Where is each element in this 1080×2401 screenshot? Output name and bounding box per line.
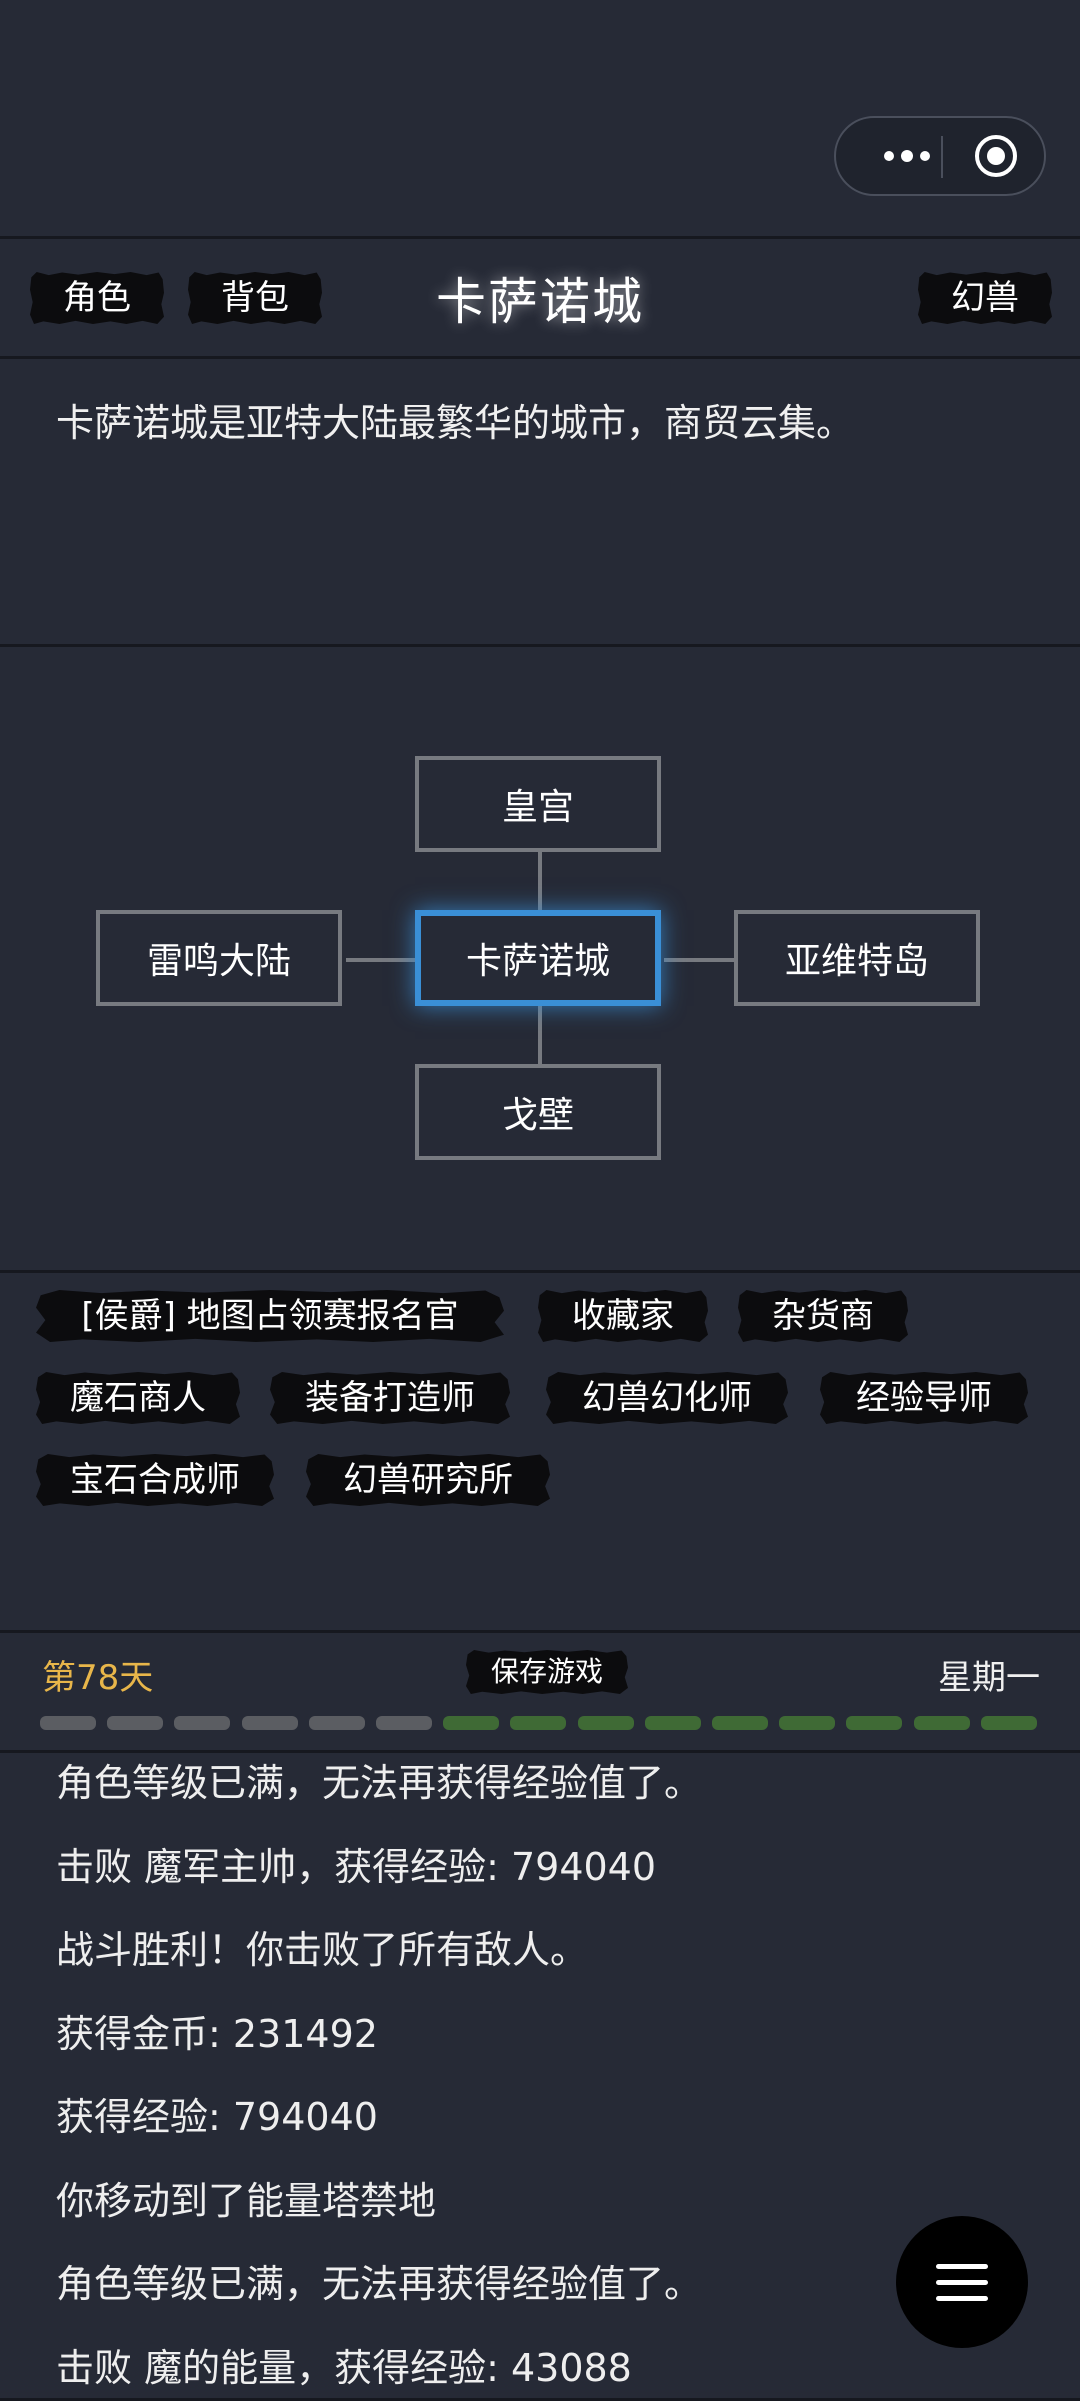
divider [0,236,1080,239]
npc-button[interactable]: 装备打造师 [270,1372,510,1424]
progress-segment [712,1716,768,1730]
progress-segment [779,1716,836,1730]
npc-button[interactable]: 宝石合成师 [36,1454,274,1506]
progress-segment [174,1716,231,1730]
hamburger-menu-icon[interactable] [896,2216,1028,2348]
save-game-button[interactable]: 保存游戏 [466,1650,628,1694]
location-description: 卡萨诺城是亚特大陆最繁华的城市，商贸云集。 [56,401,855,445]
page-title: 卡萨诺城 [436,273,644,331]
log-line: 角色等级已满，无法再获得经验值了。 [56,2262,703,2306]
progress-segment [241,1716,298,1730]
progress-segment [107,1716,164,1730]
log-line: 获得金币: 231492 [56,2012,378,2056]
divider [0,356,1080,359]
progress-segment [443,1716,500,1730]
more-dots-icon[interactable] [862,140,952,172]
bag-button[interactable]: 背包 [188,272,322,324]
log-line: 角色等级已满，无法再获得经验值了。 [56,1761,703,1805]
progress-segment [40,1716,96,1730]
log-line: 获得经验: 794040 [56,2095,378,2139]
divider [0,1750,1080,1753]
weekday-label: 星期一 [938,1658,1040,1698]
miniprogram-capsule [834,116,1046,196]
npc-button[interactable]: [侯爵] 地图占领赛报名官 [36,1290,504,1342]
divider [0,1630,1080,1633]
map-node-south[interactable]: 戈壁 [415,1064,661,1160]
map-node-west[interactable]: 雷鸣大陆 [96,910,342,1006]
progress-segment [577,1716,634,1730]
progress-segment [913,1716,970,1730]
log-line: 战斗胜利！你击败了所有敌人。 [56,1928,589,1972]
map-connector [346,958,416,962]
npc-button[interactable]: 杂货商 [738,1290,908,1342]
map-node-current[interactable]: 卡萨诺城 [415,910,661,1006]
npc-button[interactable]: 经验导师 [820,1372,1028,1424]
day-counter: 第78天 [42,1658,154,1698]
npc-button[interactable]: 收藏家 [538,1290,708,1342]
progress-segment [980,1716,1037,1730]
map-connector [538,852,542,912]
beast-button[interactable]: 幻兽 [918,272,1052,324]
capsule-divider [941,136,943,178]
role-button[interactable]: 角色 [30,272,164,324]
progress-segment [376,1716,432,1730]
progress-segment [846,1716,903,1730]
npc-button[interactable]: 魔石商人 [36,1372,240,1424]
target-icon[interactable] [975,135,1017,177]
divider [0,1270,1080,1273]
map-connector [538,1006,542,1066]
divider [0,2398,1080,2401]
progress-segment [308,1716,365,1730]
map-connector [664,958,736,962]
map-node-east[interactable]: 亚维特岛 [734,910,980,1006]
progress-segment [644,1716,701,1730]
divider [0,644,1080,647]
log-line: 击败 魔军主帅，获得经验: 794040 [56,1845,657,1889]
progress-segment [510,1716,567,1730]
log-line: 你移动到了能量塔禁地 [56,2179,437,2223]
npc-button[interactable]: 幻兽研究所 [306,1454,550,1506]
log-line: 击败 魔的能量，获得经验: 43088 [56,2346,632,2390]
npc-button[interactable]: 幻兽幻化师 [546,1372,788,1424]
map-node-north[interactable]: 皇宫 [415,756,661,852]
